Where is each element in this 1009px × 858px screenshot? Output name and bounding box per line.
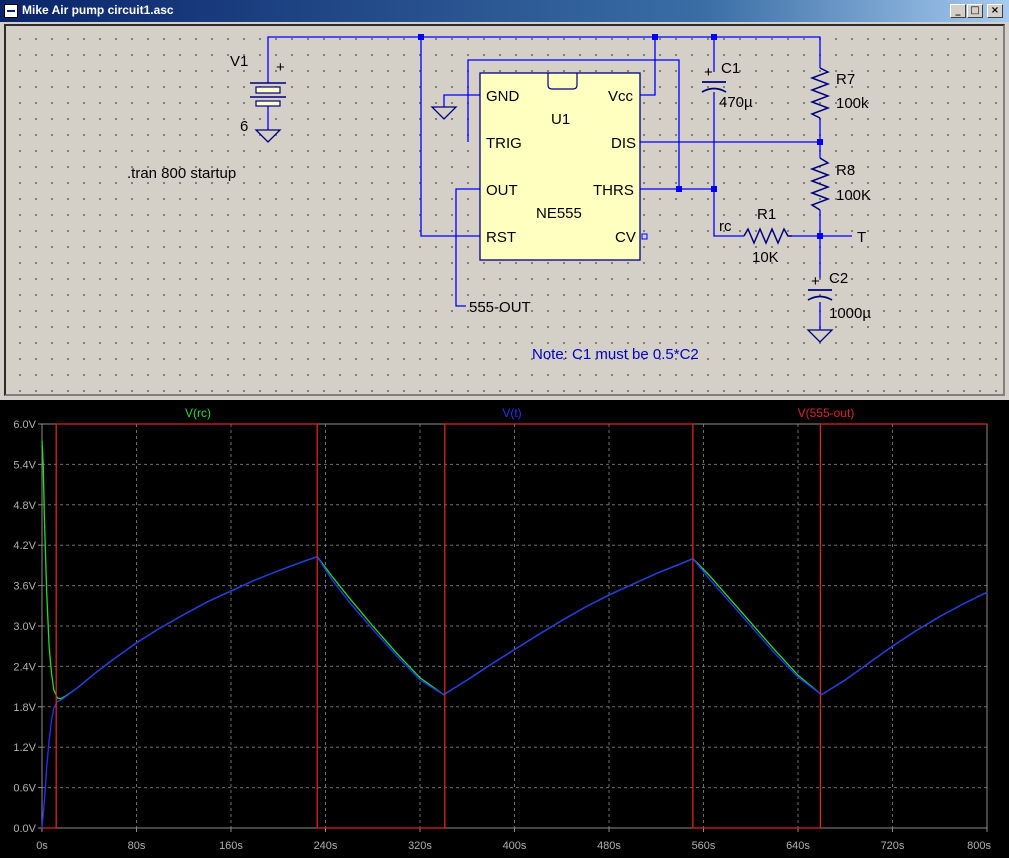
y-tick-label: 1.8V	[13, 702, 36, 714]
c2-label: C2	[829, 270, 848, 287]
waveform-viewer[interactable]: 0s 80s 160s 240s 320s 400s 480s 560s 640s 720s 800…	[0, 400, 1009, 858]
v1-value: 6	[240, 118, 248, 135]
pin-gnd-label: GND	[486, 88, 520, 105]
pin-cv-label: CV	[615, 229, 636, 246]
trace-v-555-out[interactable]	[42, 423, 987, 829]
ground-v1-icon	[254, 129, 282, 143]
pin-vcc-label: Vcc	[608, 88, 634, 105]
legend-v-rc[interactable]: V(rc)	[185, 406, 211, 420]
pin-rst-label: RST	[486, 229, 516, 246]
net-label-rc: rc	[719, 218, 732, 235]
pin-thrs-label: THRS	[593, 182, 634, 199]
resistor-r7-icon[interactable]	[809, 67, 831, 119]
r7-value: 100k	[836, 95, 869, 112]
ground-gnd-icon	[430, 106, 458, 120]
r1-value: 10K	[752, 249, 779, 266]
y-tick-label: 6.0V	[13, 419, 36, 431]
y-tick-label: 4.2V	[13, 540, 36, 552]
c2-plus-mark: +	[811, 273, 820, 290]
schematic-canvas[interactable]: V1 + 6 .tran 800 startup GND Vcc U1 TRIG…	[4, 24, 1005, 396]
pin-out-label: OUT	[486, 182, 518, 199]
wire-junctions	[418, 34, 823, 239]
schematic-wires	[267, 36, 852, 330]
y-tick-label: 1.2V	[13, 742, 36, 754]
x-tick-label: 0s	[36, 840, 48, 852]
trace-v-rc[interactable]	[41, 440, 988, 700]
restore-button[interactable]: □	[967, 4, 983, 18]
r8-label: R8	[836, 162, 855, 179]
u1-label: U1	[551, 111, 570, 128]
c1-value: 470µ	[719, 94, 753, 111]
net-label-555-out: 555-OUT	[469, 299, 531, 316]
c2-value: 1000µ	[829, 305, 871, 322]
y-tick-label: 0.0V	[13, 823, 36, 835]
battery-v1-icon[interactable]	[250, 82, 286, 107]
ne555-chip[interactable]	[479, 72, 648, 261]
y-tick-label: 5.4V	[13, 459, 36, 471]
net-label-t: T	[857, 229, 866, 246]
y-tick-label: 4.8V	[13, 500, 36, 512]
c1-plus-mark: +	[704, 64, 713, 81]
trace-v-t[interactable]	[41, 555, 988, 829]
resistor-r8-icon[interactable]	[809, 157, 831, 211]
close-button[interactable]: ×	[987, 4, 1003, 18]
resistor-r1-icon[interactable]	[743, 227, 792, 245]
x-tick-label: 320s	[408, 840, 432, 852]
y-tick-label: 3.6V	[13, 581, 36, 593]
x-tick-label: 400s	[503, 840, 527, 852]
capacitor-c1-icon[interactable]	[701, 81, 727, 93]
y-tick-label: 2.4V	[13, 661, 36, 673]
waveform-plot[interactable]: 0s 80s 160s 240s 320s 400s 480s 560s 640s 720s 800…	[0, 400, 1009, 858]
x-tick-label: 240s	[314, 840, 338, 852]
v1-label: V1	[230, 53, 248, 70]
pin-dis-label: DIS	[611, 135, 636, 152]
r1-label: R1	[757, 206, 776, 223]
x-tick-label: 800s	[967, 840, 991, 852]
schematic-note: Note: C1 must be 0.5*C2	[532, 346, 699, 363]
tran-directive[interactable]: .tran 800 startup	[127, 165, 236, 182]
legend-v-t[interactable]: V(t)	[502, 406, 521, 420]
capacitor-c2-icon[interactable]	[807, 289, 833, 301]
y-tick-label: 3.0V	[13, 621, 36, 633]
title-bar[interactable]: Mike Air pump circuit1.asc _ □ ×	[0, 0, 1009, 22]
schematic-doc-icon	[4, 4, 18, 18]
x-tick-label: 720s	[881, 840, 905, 852]
ground-c2-icon	[806, 329, 834, 343]
pin-trig-label: TRIG	[486, 135, 522, 152]
u1-part-label: NE555	[536, 205, 582, 222]
c1-label: C1	[721, 60, 740, 77]
x-tick-label: 640s	[786, 840, 810, 852]
window-title: Mike Air pump circuit1.asc	[22, 3, 174, 17]
minimize-button[interactable]: _	[950, 4, 966, 18]
y-tick-label: 0.6V	[13, 783, 36, 795]
x-tick-label: 480s	[597, 840, 621, 852]
x-tick-label: 80s	[128, 840, 146, 852]
r7-label: R7	[836, 71, 855, 88]
legend-v-555-out[interactable]: V(555-out)	[798, 406, 855, 420]
r8-value: 100K	[836, 187, 871, 204]
x-tick-label: 560s	[692, 840, 716, 852]
x-tick-label: 160s	[219, 840, 243, 852]
v1-plus-mark: +	[276, 59, 285, 76]
